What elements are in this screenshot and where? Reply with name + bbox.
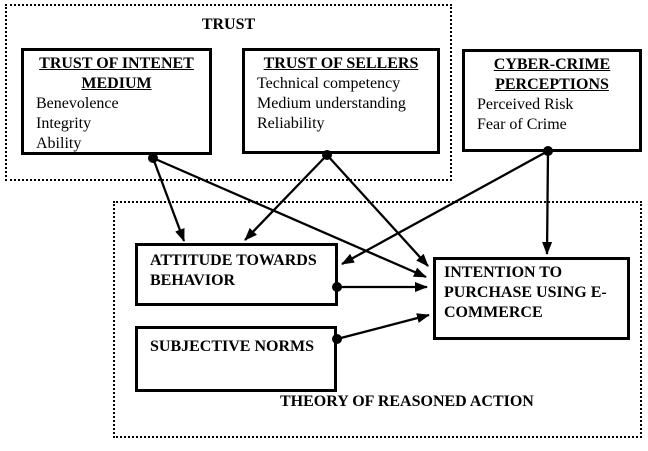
node-intention-to-purchase: INTENTION TO PURCHASE USING E-COMMERCE <box>433 257 630 340</box>
node-cyber-crime-perceptions: CYBER-CRIME PERCEPTIONS Perceived Risk F… <box>462 49 642 152</box>
node-title: CYBER-CRIME PERCEPTIONS <box>493 56 611 93</box>
node-title: INTENTION TO PURCHASE USING E-COMMERCE <box>444 264 607 321</box>
list-item: Ability <box>36 135 82 152</box>
node-item-list: Perceived Risk Fear of Crime <box>469 95 635 135</box>
trust-group-label: TRUST <box>201 16 256 33</box>
node-attitude-towards-behavior: ATTITUDE TOWARDS BEHAVIOR <box>135 243 338 306</box>
node-item-list: Benevolence Integrity Ability <box>28 94 205 154</box>
list-item: Reliability <box>257 115 325 132</box>
list-item: Fear of Crime <box>477 116 567 133</box>
list-item: Benevolence <box>36 95 119 112</box>
node-trust-of-intenet-medium: TRUST OF INTENET MEDIUM Benevolence Inte… <box>21 48 212 155</box>
node-title: ATTITUDE TOWARDS BEHAVIOR <box>150 252 317 289</box>
theory-group-label: THEORY OF REASONED ACTION <box>280 393 534 410</box>
node-trust-of-sellers: TRUST OF SELLERS Technical competency Me… <box>242 48 440 154</box>
list-item: Integrity <box>36 115 92 132</box>
node-title: TRUST OF INTENET MEDIUM <box>39 55 194 92</box>
node-subjective-norms: SUBJECTIVE NORMS <box>135 326 337 392</box>
list-item: Perceived Risk <box>477 96 574 113</box>
node-title: SUBJECTIVE NORMS <box>150 338 315 355</box>
node-item-list: Technical competency Medium understandin… <box>249 74 433 134</box>
list-item: Technical competency <box>257 75 401 92</box>
node-title: TRUST OF SELLERS <box>263 55 419 72</box>
list-item: Medium understanding <box>257 95 406 112</box>
